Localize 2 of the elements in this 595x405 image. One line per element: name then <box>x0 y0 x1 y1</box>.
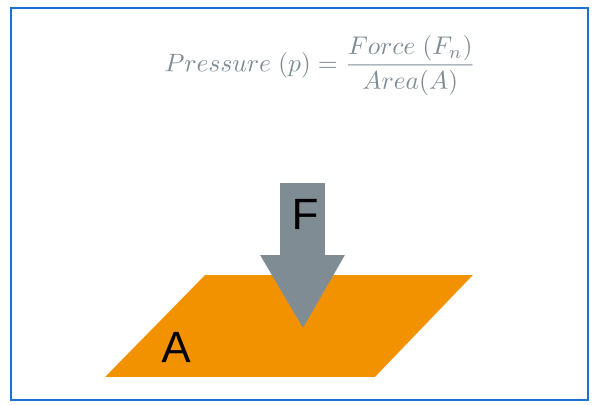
area-surface: A <box>105 275 473 377</box>
pressure-formula: $Pressure\ (p)=\frac{Force\ (F_n)}{Area(A)}$ <box>165 34 472 96</box>
